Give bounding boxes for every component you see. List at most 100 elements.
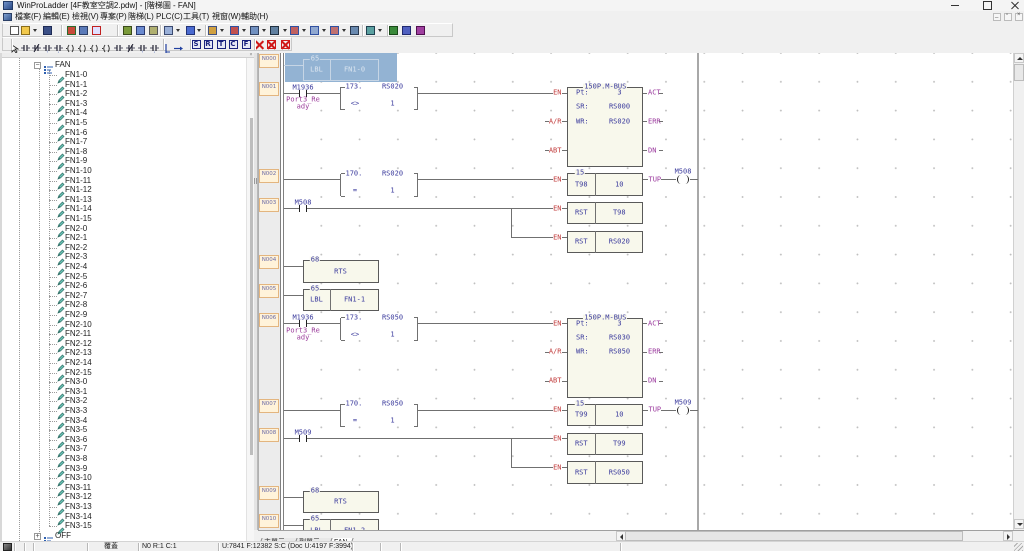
menu-window[interactable]: 視窗(W): [212, 12, 241, 21]
contact-fall-icon[interactable]: ↓: [53, 40, 63, 54]
tree-item[interactable]: FN1-9: [49, 156, 139, 171]
app-icon[interactable]: [3, 1, 13, 10]
chart-icon[interactable]: [329, 26, 339, 35]
compile-icon[interactable]: [122, 26, 132, 35]
tree-item[interactable]: FN2-0: [49, 224, 139, 238]
tree-item[interactable]: FN3-2: [49, 396, 139, 411]
close-icon[interactable]: [1006, 0, 1024, 10]
menu-plc[interactable]: PLC(C): [156, 12, 183, 21]
tree-item[interactable]: FN1-15: [49, 214, 139, 228]
tree-item[interactable]: FN1-6: [49, 128, 139, 142]
data-tool-icon[interactable]: [249, 26, 259, 35]
timer-box-icon[interactable]: T: [216, 40, 226, 49]
contact-no-icon[interactable]: [299, 435, 307, 443]
tree-item[interactable]: FN2-1: [49, 233, 139, 247]
panel-splitter[interactable]: [254, 53, 258, 530]
link-icon[interactable]: [415, 26, 425, 35]
tree-item[interactable]: FN1-8: [49, 147, 139, 161]
project-info-icon[interactable]: [66, 26, 76, 35]
rung-number[interactable]: N008: [259, 427, 279, 442]
tree-item[interactable]: FN2-5: [49, 272, 139, 286]
tree-item[interactable]: FN3-3: [49, 406, 139, 420]
label-block[interactable]: [302, 519, 379, 530]
tree-item[interactable]: FN1-7: [49, 137, 139, 151]
rung-number[interactable]: N002: [259, 168, 279, 183]
watch-icon[interactable]: [269, 26, 279, 35]
align-icon[interactable]: [185, 26, 195, 35]
dropdown-arrow-icon[interactable]: [33, 29, 37, 32]
dropdown-arrow-icon[interactable]: [342, 29, 346, 32]
dropdown-arrow-icon[interactable]: [220, 29, 224, 32]
tree-item[interactable]: FN1-11: [49, 176, 139, 190]
menu-view[interactable]: 檢視(V): [72, 12, 99, 21]
rising-pulse-icon[interactable]: ↑: [137, 40, 147, 54]
tree-item[interactable]: FN2-8: [49, 300, 139, 315]
menu-tools[interactable]: 工具(T): [183, 12, 210, 21]
coil-icon[interactable]: [676, 175, 690, 185]
tree-item[interactable]: FN3-14: [49, 512, 139, 526]
tree-scrollbar-thumb[interactable]: [250, 118, 253, 455]
tree-item[interactable]: FN3-1: [49, 387, 139, 401]
coil-icon[interactable]: [65, 40, 75, 53]
mdi-minimize-icon[interactable]: _: [993, 12, 1001, 21]
rung-number[interactable]: N006: [259, 312, 279, 327]
tree-item[interactable]: FN1-3: [49, 99, 139, 113]
tree-item[interactable]: FN3-9: [49, 464, 139, 478]
mdi-close-icon[interactable]: ×: [1015, 12, 1023, 21]
vertical-link-icon[interactable]: [164, 40, 173, 53]
tree-group-off[interactable]: + OFF: [34, 531, 94, 541]
tree-item[interactable]: FN1-2: [49, 89, 139, 103]
splitter-grip-icon[interactable]: [254, 178, 257, 184]
tree-scrollbar[interactable]: [246, 58, 254, 541]
return-block[interactable]: [302, 260, 379, 283]
vertical-scrollbar[interactable]: [1013, 53, 1024, 530]
tree-item[interactable]: FN1-5: [49, 118, 139, 132]
rung-number[interactable]: N005: [259, 283, 279, 298]
list-icon[interactable]: [401, 26, 411, 35]
delete-column-icon[interactable]: [280, 40, 290, 49]
close-icon[interactable]: ×: [249, 53, 253, 58]
mdi-restore-icon[interactable]: ▫: [1004, 12, 1012, 21]
pointer-icon[interactable]: [10, 40, 19, 54]
contact-no-icon[interactable]: [299, 89, 307, 97]
dropdown-arrow-icon[interactable]: [197, 29, 201, 32]
dropdown-arrow-icon[interactable]: [322, 29, 326, 32]
ladder-table-icon[interactable]: [78, 26, 88, 35]
minimize-icon[interactable]: [946, 0, 964, 10]
run-icon[interactable]: [135, 26, 145, 35]
menu-project[interactable]: 專案(P): [100, 12, 127, 21]
status-icon[interactable]: [289, 26, 299, 35]
reset-block[interactable]: [567, 231, 644, 254]
tree-item[interactable]: FN1-14: [49, 204, 139, 219]
document-icon[interactable]: [3, 13, 12, 21]
rung-number[interactable]: N003: [259, 197, 279, 212]
tree-item[interactable]: FN2-2: [49, 243, 139, 257]
scroll-down-button[interactable]: [1014, 519, 1024, 529]
new-file-icon[interactable]: [9, 26, 19, 35]
tree-item[interactable]: FN3-4: [49, 416, 139, 430]
tree-item[interactable]: FN2-9: [49, 310, 139, 324]
falling-pulse-icon[interactable]: ↓: [149, 40, 159, 54]
open-branch-icon[interactable]: [113, 40, 123, 51]
tree-item[interactable]: FN3-6: [49, 435, 139, 449]
return-block[interactable]: [302, 490, 379, 513]
clipboard-icon[interactable]: [349, 26, 359, 35]
tree-item[interactable]: FN3-5: [49, 425, 139, 439]
find-icon[interactable]: [365, 26, 375, 35]
set-box-icon[interactable]: S: [191, 40, 201, 49]
horizontal-link-icon[interactable]: [173, 40, 183, 51]
bookmark-icon[interactable]: [388, 26, 398, 35]
tree-item[interactable]: FN1-1: [49, 80, 139, 94]
contact-nc-icon[interactable]: [31, 40, 41, 53]
tree-item[interactable]: FN3-11: [49, 483, 139, 497]
tree-item[interactable]: FN3-13: [49, 502, 139, 516]
contact-no-icon[interactable]: [299, 320, 307, 328]
rung-number[interactable]: N004: [259, 255, 279, 270]
modbus-function-block[interactable]: [567, 317, 644, 398]
contact-no-icon[interactable]: [20, 40, 30, 51]
reset-block[interactable]: [567, 461, 644, 484]
dropdown-arrow-icon[interactable]: [242, 29, 246, 32]
contact-rise-icon[interactable]: ↑: [42, 40, 52, 54]
resize-grip-icon[interactable]: [1014, 543, 1023, 551]
